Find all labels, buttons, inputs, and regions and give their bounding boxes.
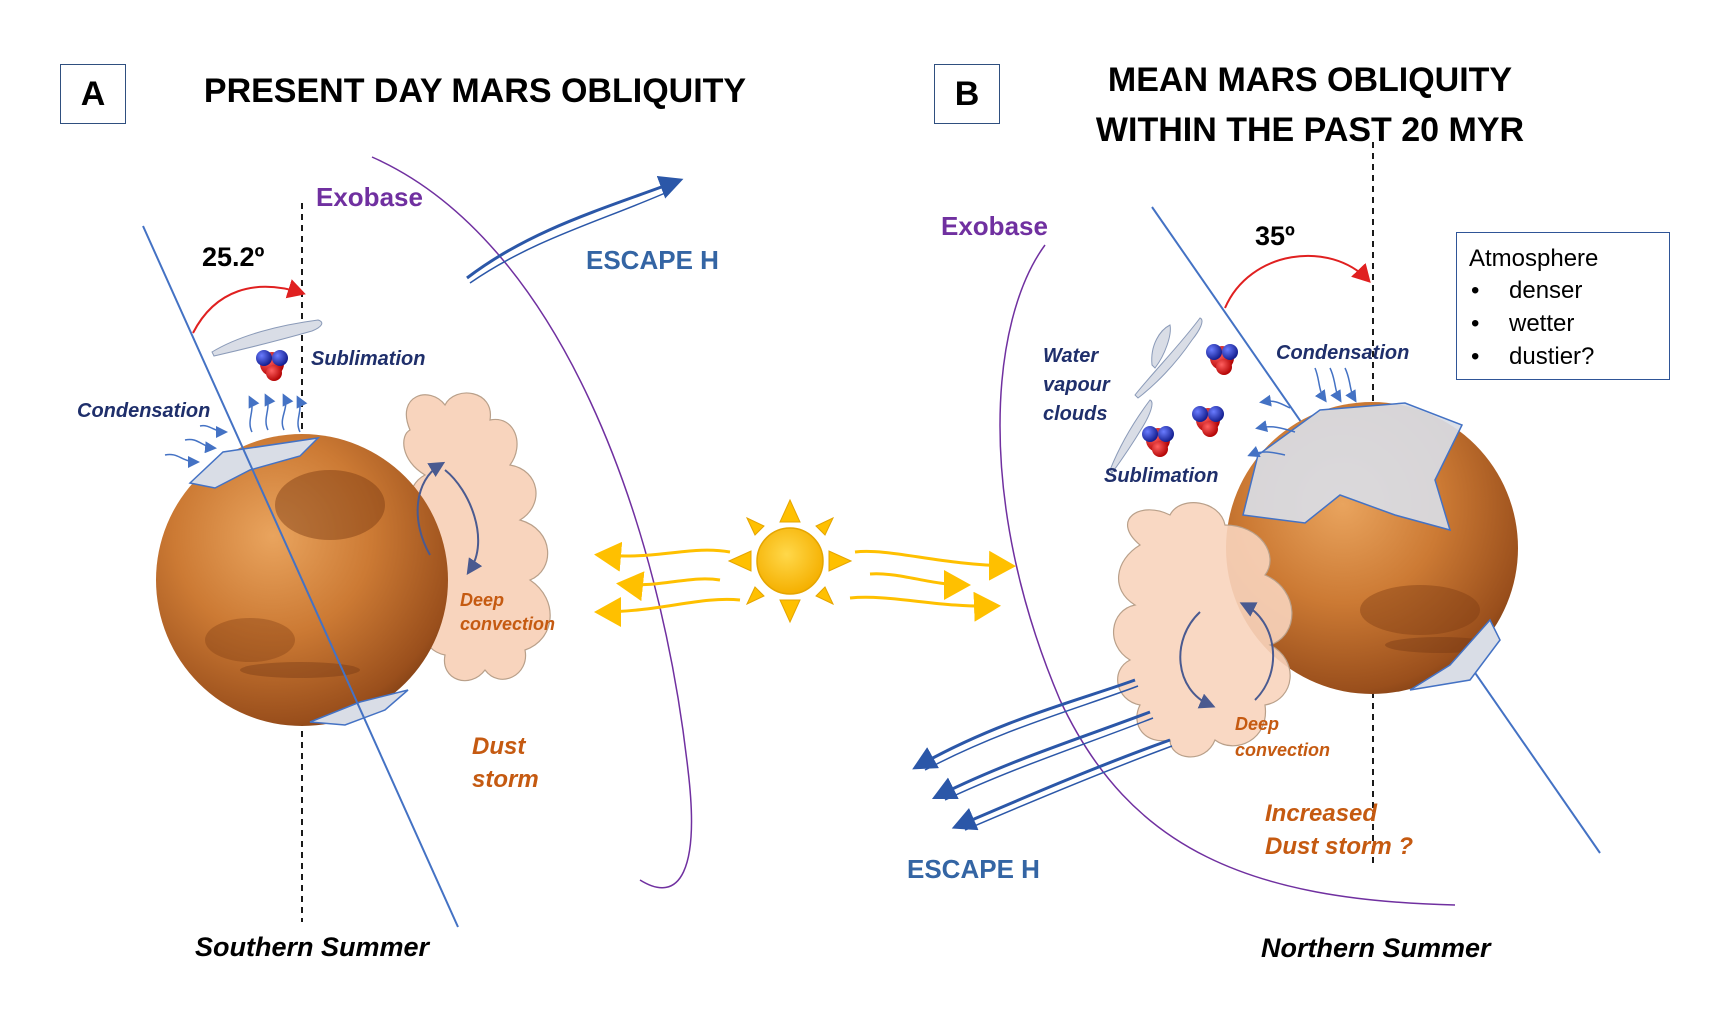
water-molecule xyxy=(1142,426,1174,457)
water-vapour-label: Water vapour clouds xyxy=(1043,342,1110,429)
panel-b-graphics xyxy=(912,142,1601,906)
sunlight-arrows xyxy=(594,541,1016,627)
rotation-axis xyxy=(142,225,459,928)
convection-loop xyxy=(416,461,483,575)
panel-b-title: MEAN MARS OBLIQUITY WITHIN THE PAST 20 M… xyxy=(1060,55,1560,155)
exobase-label: Exobase xyxy=(316,182,423,212)
water-vapour-line: vapour xyxy=(1043,374,1110,396)
tilt-angle-arrow xyxy=(192,279,306,334)
atmosphere-item: dustier? xyxy=(1457,343,1594,376)
season-label: Southern Summer xyxy=(195,932,430,962)
tilt-angle-arrow xyxy=(1224,254,1371,309)
water-molecule xyxy=(1206,344,1238,375)
escape-h-label: ESCAPE H xyxy=(586,245,719,275)
dust-storm-line: Increased xyxy=(1265,800,1378,827)
deep-convection-line: Deep xyxy=(460,590,505,610)
convection-loop xyxy=(1179,602,1275,709)
season-label: Northern Summer xyxy=(1261,933,1491,963)
dust-storm-line: storm xyxy=(472,766,539,793)
panel-b-title-line: WITHIN THE PAST 20 MYR xyxy=(1095,111,1525,149)
escape-h-arrows xyxy=(912,678,1173,831)
atmosphere-box: Atmosphere denser wetter dustier? xyxy=(1456,232,1670,380)
exobase-line xyxy=(999,244,1456,906)
atmosphere-heading: Atmosphere xyxy=(1469,245,1599,272)
water-molecule xyxy=(256,350,288,381)
dust-cloud xyxy=(1113,502,1293,758)
deep-convection-line: convection xyxy=(1235,740,1331,760)
condensation-arrows xyxy=(1314,367,1357,403)
water-vapour-line: clouds xyxy=(1043,403,1108,425)
sublimation-label: Sublimation xyxy=(1104,465,1219,487)
sublimation-label: Sublimation xyxy=(311,348,426,370)
south-polar-cap xyxy=(1409,618,1501,691)
ice-cloud xyxy=(211,319,323,357)
condensation-label: Condensation xyxy=(1276,342,1410,364)
atmosphere-list: denser wetter dustier? xyxy=(1457,277,1594,376)
sun xyxy=(727,498,853,624)
dust-storm-label: Dust storm xyxy=(472,730,539,796)
water-vapour-clouds xyxy=(1109,317,1203,474)
panel-b-title-line: MEAN MARS OBLIQUITY xyxy=(1107,61,1513,99)
dust-storm-line: Dust xyxy=(472,733,526,760)
panel-a-title: PRESENT DAY MARS OBLIQUITY xyxy=(203,72,747,110)
mars-dark-region xyxy=(275,470,385,540)
deep-convection-label: Deep convection xyxy=(460,588,555,636)
panel-letter-text: B xyxy=(954,74,980,113)
panel-letter-text: A xyxy=(80,74,106,113)
deep-convection-line: convection xyxy=(460,614,556,634)
mars-dark-region xyxy=(1360,585,1480,635)
escape-h-label: ESCAPE H xyxy=(907,854,1040,884)
panel-b-letter: B xyxy=(934,64,1000,124)
atmosphere-item: denser xyxy=(1457,277,1594,310)
dust-storm-label: Increased Dust storm ? xyxy=(1265,797,1413,863)
north-polar-cap xyxy=(1242,402,1464,532)
sublimation-arrows xyxy=(1247,394,1296,458)
dust-storm-line: Dust storm ? xyxy=(1265,833,1414,860)
panel-a-graphics xyxy=(142,156,693,928)
deep-convection-label: Deep convection xyxy=(1235,711,1330,763)
exobase-label: Exobase xyxy=(941,211,1048,241)
south-polar-cap xyxy=(188,436,321,489)
mars-canyon xyxy=(240,662,360,678)
deep-convection-line: Deep xyxy=(1235,714,1280,734)
condensation-arrows xyxy=(164,424,228,468)
mars-dark-region xyxy=(205,618,295,662)
condensation-label: Condensation xyxy=(77,400,211,422)
obliquity-angle-label: 25.2º xyxy=(202,242,265,272)
obliquity-angle-label: 35º xyxy=(1255,221,1295,251)
water-vapour-line: Water xyxy=(1043,345,1099,367)
panel-a-letter: A xyxy=(60,64,126,124)
sublimation-arrows xyxy=(248,393,308,433)
atmosphere-item: wetter xyxy=(1457,310,1594,343)
water-molecule xyxy=(1192,406,1224,437)
escape-h-arrow xyxy=(466,176,684,284)
